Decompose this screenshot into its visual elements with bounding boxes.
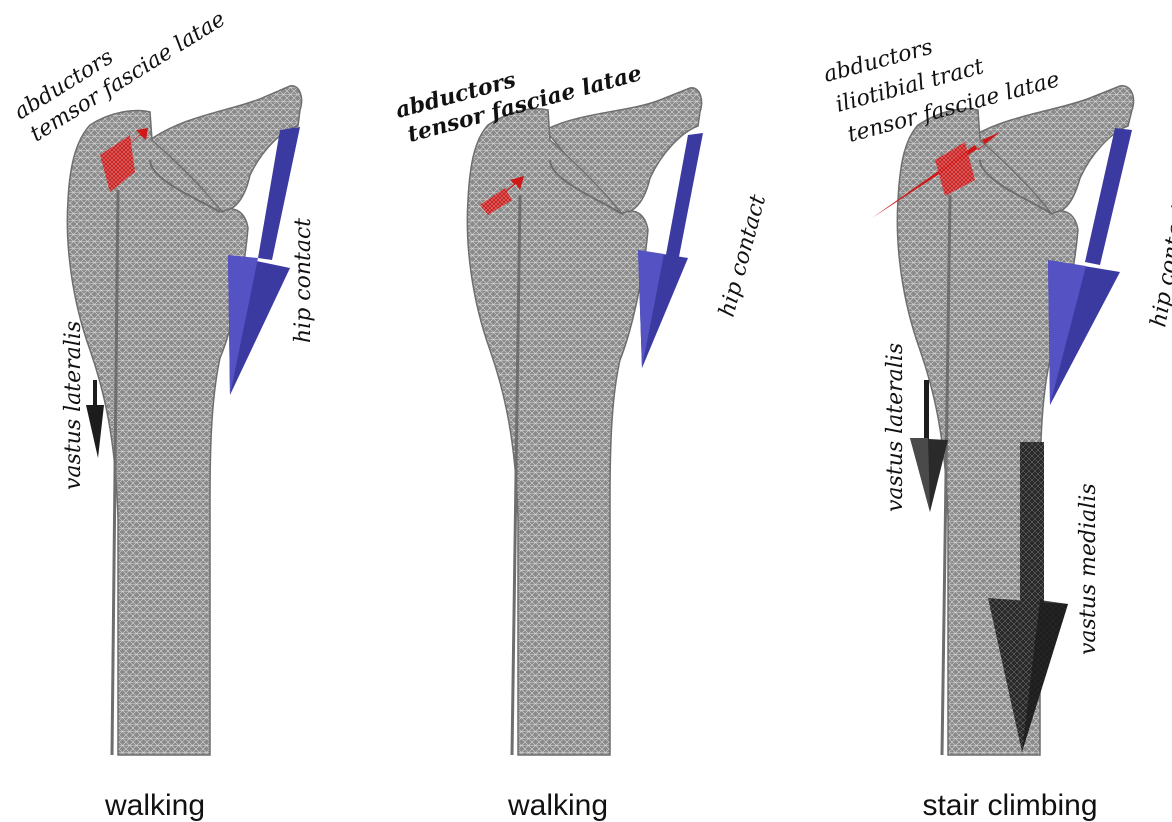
label-vastus-lateralis: vastus lateralis xyxy=(883,343,908,512)
caption-panel-2: walking xyxy=(507,789,608,822)
label-vastus-medialis: vastus medialis xyxy=(1076,483,1101,655)
label-hip-contact: hip contact xyxy=(291,218,316,343)
vastus-lateralis-force-arrow xyxy=(86,380,104,458)
panel-1: abductors temsor fasciae latae hip conta… xyxy=(10,7,316,822)
label-hip-contact: hip contact xyxy=(715,192,772,319)
femur-model xyxy=(67,86,301,755)
caption-panel-1: walking xyxy=(104,789,205,822)
panel-2: abductors tensor fasciae latae hip conta… xyxy=(393,60,771,822)
caption-panel-3: stair climbing xyxy=(922,789,1097,822)
femur-model xyxy=(467,88,701,755)
label-vastus-lateralis: vastus lateralis xyxy=(61,321,86,490)
label-hip-contact: hip contact xyxy=(1146,201,1172,329)
panel-3: abductors iliotibial tract tensor fascia… xyxy=(821,35,1172,822)
